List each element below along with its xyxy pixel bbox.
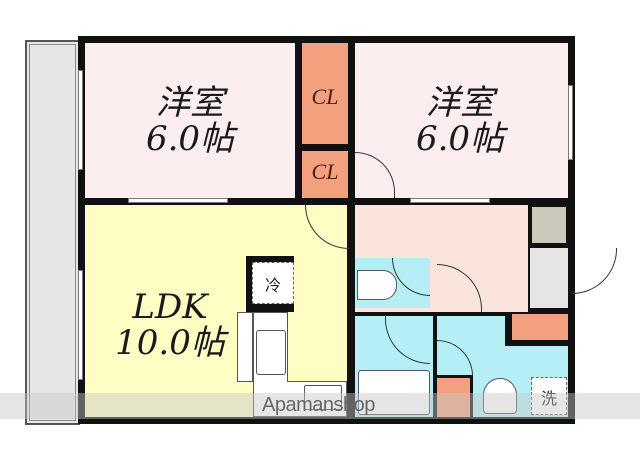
watermark-band bbox=[0, 393, 640, 419]
room-bedroom-right-label: 洋室 6.0帖 bbox=[385, 83, 535, 159]
closet-lower-label: CL bbox=[311, 159, 339, 184]
room-bedroom-left-label: 洋室 6.0帖 bbox=[110, 83, 270, 159]
toilet-fixture bbox=[357, 270, 397, 300]
room-size: 6.0帖 bbox=[415, 118, 505, 159]
balcony bbox=[25, 40, 80, 425]
storage-box bbox=[530, 205, 568, 245]
kitchen-counter-left bbox=[237, 312, 253, 382]
fridge-space bbox=[252, 262, 294, 304]
bathtub bbox=[358, 370, 430, 415]
room-ldk-label: LDK 10.0帖 bbox=[95, 287, 245, 363]
stove bbox=[304, 385, 342, 410]
window-left-upper bbox=[78, 70, 83, 170]
room-bedroom-left bbox=[85, 43, 295, 198]
kitchen-notch bbox=[287, 312, 347, 382]
room-bedroom-right bbox=[355, 43, 568, 198]
room-name: 洋室 bbox=[426, 83, 494, 123]
shoe-cabinet-fill bbox=[512, 314, 568, 340]
washer-space bbox=[531, 377, 567, 415]
entrance bbox=[530, 248, 568, 308]
room-name: LDK bbox=[132, 287, 208, 327]
watermark-text: Apamanshop bbox=[262, 394, 375, 416]
closet-upper bbox=[302, 43, 348, 144]
closet-upper-label: CL bbox=[311, 84, 339, 109]
door-entrance bbox=[572, 248, 617, 294]
fridge-label: 冷 bbox=[264, 276, 281, 295]
closet-lower bbox=[302, 151, 348, 198]
window-right bbox=[568, 85, 573, 160]
room-size: 10.0帖 bbox=[115, 322, 225, 363]
room-size: 6.0帖 bbox=[145, 118, 235, 159]
wash-cabinet bbox=[437, 375, 473, 417]
room-name: 洋室 bbox=[156, 83, 224, 123]
window-bedroom-right-bottom bbox=[410, 198, 490, 203]
washbasin bbox=[483, 378, 517, 414]
window-left-lower bbox=[78, 270, 83, 380]
kitchen-sink bbox=[256, 330, 286, 375]
balcony-inner-line bbox=[29, 44, 76, 421]
washer-label: 洗 bbox=[540, 389, 557, 408]
window-bedroom-left-bottom bbox=[128, 198, 228, 203]
